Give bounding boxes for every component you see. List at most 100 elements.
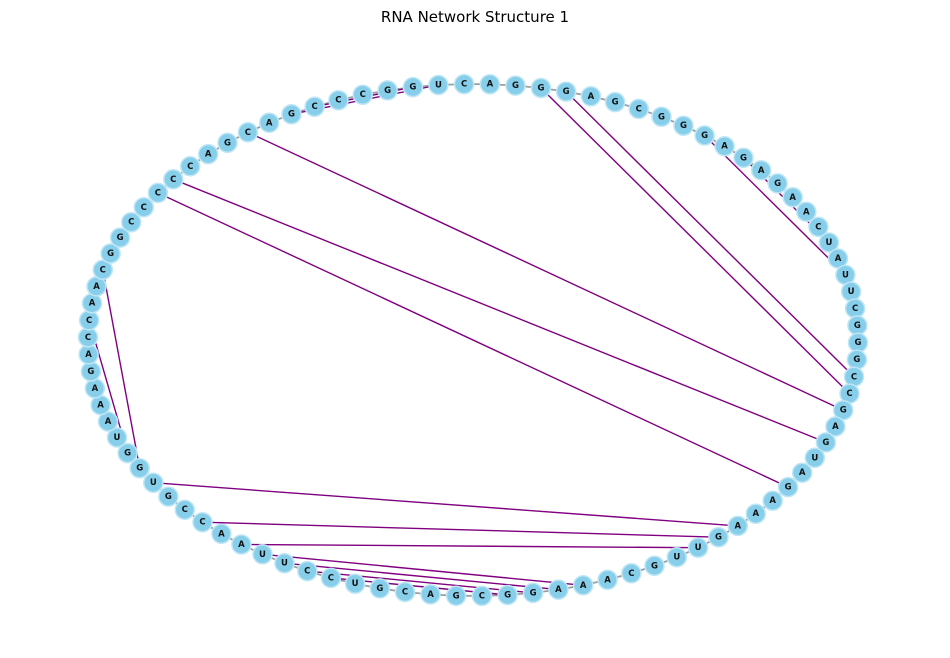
rna-node bbox=[530, 77, 552, 99]
rna-node bbox=[328, 89, 349, 111]
rna-node bbox=[767, 173, 788, 194]
rna-node bbox=[745, 503, 767, 524]
rna-node bbox=[580, 86, 602, 107]
rna-node bbox=[733, 147, 754, 169]
rna-node bbox=[78, 310, 100, 331]
basepair-edge bbox=[284, 562, 559, 591]
rna-node bbox=[78, 344, 99, 365]
rna-node bbox=[297, 560, 318, 582]
rna-node bbox=[604, 91, 626, 113]
rna-node bbox=[804, 447, 826, 469]
rna-node bbox=[815, 432, 837, 453]
rna-node bbox=[548, 579, 569, 600]
rna-node bbox=[129, 457, 150, 479]
rna-node bbox=[80, 361, 102, 382]
rna-node bbox=[750, 160, 772, 181]
basepair-edge bbox=[202, 521, 719, 538]
rna-node bbox=[666, 546, 688, 568]
rna-node bbox=[274, 552, 295, 574]
basepair-edge bbox=[241, 543, 699, 549]
rna-node bbox=[628, 98, 649, 120]
rna-node bbox=[163, 169, 184, 190]
rna-node bbox=[555, 81, 577, 102]
rna-node bbox=[84, 378, 106, 399]
rna-node bbox=[673, 115, 694, 136]
rna-node bbox=[840, 281, 862, 302]
rna-node bbox=[420, 584, 441, 605]
rna-node bbox=[846, 349, 868, 370]
rna-node bbox=[762, 490, 783, 511]
rna-node bbox=[258, 112, 280, 134]
chart-title: RNA Network Structure 1 bbox=[380, 8, 570, 26]
basepair-edge bbox=[704, 135, 846, 276]
basepair-edge bbox=[540, 87, 850, 395]
basepair-edge bbox=[153, 482, 738, 527]
rna-node bbox=[714, 135, 735, 157]
rna-node bbox=[369, 578, 391, 599]
rna-node bbox=[100, 243, 121, 264]
rna-node bbox=[192, 511, 213, 533]
rna-node bbox=[471, 585, 493, 607]
rna-node bbox=[843, 366, 865, 388]
rna-node bbox=[402, 76, 424, 98]
rna-node bbox=[237, 122, 259, 143]
rna-node bbox=[782, 187, 803, 208]
rna-node bbox=[847, 332, 869, 353]
rna-node bbox=[117, 442, 138, 464]
rna-node bbox=[428, 74, 449, 96]
rna-node bbox=[281, 103, 302, 125]
rna-node bbox=[147, 182, 169, 204]
rna-node bbox=[377, 80, 398, 101]
rna-node bbox=[231, 534, 252, 555]
rna-node bbox=[808, 216, 829, 238]
rna-node bbox=[777, 476, 799, 498]
basepair-edge bbox=[247, 131, 844, 411]
rna-node bbox=[197, 143, 219, 165]
rna-node bbox=[320, 567, 342, 589]
rna-node bbox=[727, 515, 749, 537]
rna-node bbox=[453, 73, 475, 95]
rna-node bbox=[445, 585, 467, 607]
rna-node bbox=[120, 211, 142, 233]
rna-node bbox=[252, 544, 273, 565]
rna-node bbox=[597, 569, 618, 591]
rna-node bbox=[217, 132, 238, 154]
rna-node bbox=[796, 201, 817, 223]
rna-node bbox=[81, 292, 103, 314]
rna-node bbox=[694, 125, 715, 146]
rna-node bbox=[818, 232, 840, 253]
rna-node bbox=[522, 582, 544, 604]
rna-node bbox=[708, 526, 729, 548]
rna-node bbox=[572, 575, 594, 596]
rna-node bbox=[825, 416, 846, 437]
rna-node bbox=[158, 486, 179, 507]
rna-node bbox=[687, 537, 709, 558]
rna-node bbox=[211, 523, 232, 545]
basepair-edge bbox=[102, 269, 141, 469]
rna-node bbox=[394, 581, 416, 603]
rna-node bbox=[505, 75, 526, 96]
rna-node bbox=[174, 499, 196, 520]
rna-node bbox=[844, 298, 866, 319]
rna-node bbox=[791, 462, 813, 483]
rna-node bbox=[352, 84, 373, 105]
basepair-edge bbox=[157, 192, 789, 488]
basepair-edges bbox=[88, 84, 855, 596]
rna-node bbox=[344, 573, 366, 594]
basepair-edge bbox=[565, 91, 855, 378]
rna-node bbox=[143, 472, 164, 493]
rna-node bbox=[92, 259, 114, 281]
rna-node bbox=[479, 73, 501, 95]
rna-node bbox=[304, 96, 325, 117]
rna-node bbox=[644, 555, 665, 577]
basepair-edge bbox=[262, 553, 584, 586]
rna-node bbox=[497, 584, 518, 606]
rna-node bbox=[77, 327, 99, 348]
rna-node bbox=[109, 227, 131, 248]
rna-node bbox=[832, 399, 854, 421]
rna-node bbox=[847, 315, 868, 336]
basepair-edge bbox=[307, 570, 534, 594]
rna-node bbox=[133, 197, 155, 218]
rna-node bbox=[179, 156, 201, 177]
